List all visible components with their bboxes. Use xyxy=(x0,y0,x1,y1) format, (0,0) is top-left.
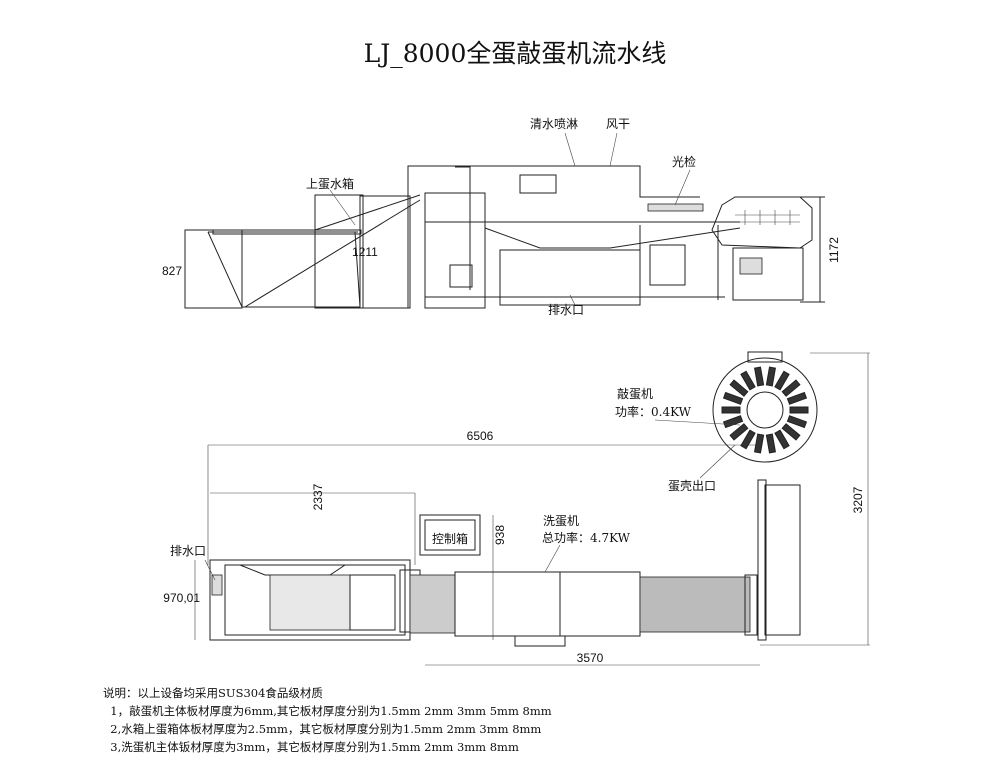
breaker-cup xyxy=(729,423,749,441)
washer-side xyxy=(407,165,741,309)
breaker-side xyxy=(711,196,825,303)
breaker-cup xyxy=(786,415,808,429)
breaker-cup xyxy=(781,423,801,441)
label-breaker-name: 敲蛋机 xyxy=(617,386,653,401)
side-view: 清水喷淋 风干 光检 上蛋水箱 排水口 827 1211 1172 xyxy=(162,117,841,317)
label-washer-name: 洗蛋机 xyxy=(543,514,579,528)
note-line: 2,水箱上蛋箱体板材厚度为2.5mm，其它板材厚度分别为1.5mm 2mm 3m… xyxy=(103,722,542,736)
label-control-box: 控制箱 xyxy=(432,531,468,546)
label-light-check: 光检 xyxy=(672,154,696,169)
breaker-cup xyxy=(721,406,741,414)
note-line: 3,洗蛋机主体钣材厚度为3mm，其它板材厚度分别为1.5mm 2mm 3mm 8… xyxy=(103,740,519,754)
dim-3207: 3207 xyxy=(851,486,865,513)
dim-938: 938 xyxy=(493,525,507,545)
washer-top xyxy=(409,479,801,647)
tank-top xyxy=(209,559,421,641)
breaker-cup xyxy=(753,366,765,387)
note-line: 1，敲蛋机主体板材厚度为6mm,其它板材厚度分别为1.5mm 2mm 3mm 5… xyxy=(103,704,552,718)
label-drain-top: 排水口 xyxy=(170,544,206,558)
drawing-title: LJ_8000全蛋敲蛋机流水线 xyxy=(364,39,667,68)
breaker-cup xyxy=(753,433,765,454)
side-leaders xyxy=(329,132,691,306)
label-feed-tank: 上蛋水箱 xyxy=(306,176,354,191)
breaker-cup xyxy=(740,370,756,391)
breaker-cup xyxy=(740,429,756,450)
top-dim-lines xyxy=(194,352,870,666)
breaker-cup xyxy=(765,366,777,387)
breaker-cup xyxy=(789,406,809,414)
breaker-cup xyxy=(765,433,777,454)
dim-1172: 1172 xyxy=(827,237,841,263)
breaker-cup xyxy=(781,379,801,397)
dim-6506: 6506 xyxy=(467,429,494,443)
notes: 说明：以上设备均采用SUS304食品级材质 1，敲蛋机主体板材厚度为6mm,其它… xyxy=(103,684,552,756)
breaker-cup xyxy=(774,370,790,391)
breaker-cup xyxy=(729,379,749,397)
label-spray: 清水喷淋 xyxy=(530,117,578,131)
dim-1211: 1211 xyxy=(352,245,378,259)
label-breaker-power: 功率：0.4KW xyxy=(615,404,692,419)
dim-827: 827 xyxy=(162,264,182,278)
breaker-top xyxy=(712,351,818,463)
note-line: 说明：以上设备均采用SUS304食品级材质 xyxy=(103,686,323,700)
breaker-cup xyxy=(774,429,790,450)
label-washer-power: 总功率：4.7KW xyxy=(542,530,631,545)
top-view: 6506 2337 938 970,01 3570 3207 控制箱 xyxy=(163,351,870,666)
feed-tank xyxy=(184,194,421,309)
dim-3570: 3570 xyxy=(577,651,604,665)
label-air-dry: 风干 xyxy=(606,117,630,131)
breaker-cup xyxy=(722,391,744,405)
breaker-cup xyxy=(786,391,808,405)
dim-2337: 2337 xyxy=(311,483,325,510)
label-drain-side: 排水口 xyxy=(548,303,584,317)
top-leaders xyxy=(204,419,741,581)
label-shell-outlet: 蛋壳出口 xyxy=(668,479,716,493)
dim-970: 970,01 xyxy=(163,591,200,605)
control-box: 控制箱 xyxy=(419,514,481,556)
breaker-cup xyxy=(722,415,744,429)
